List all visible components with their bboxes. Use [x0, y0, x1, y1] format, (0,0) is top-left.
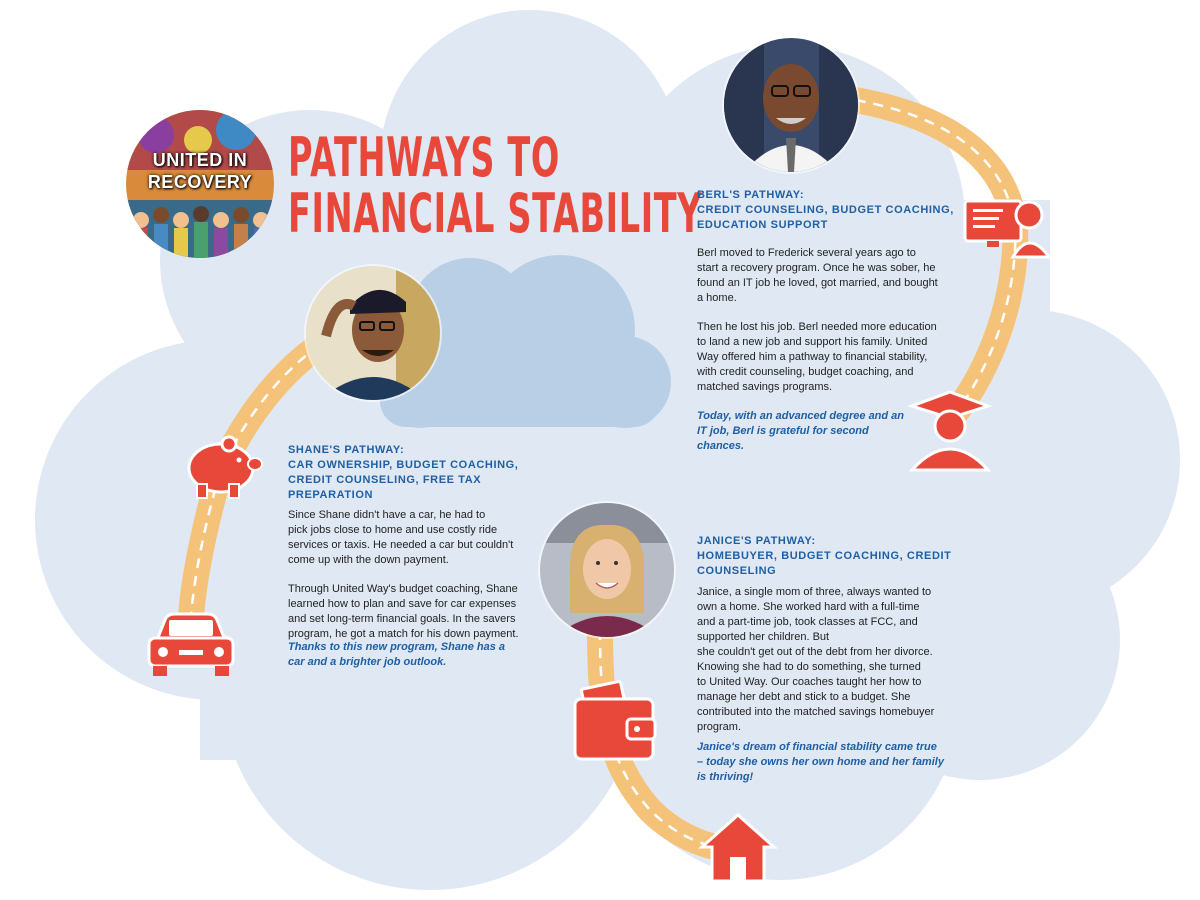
car-icon: [147, 612, 235, 676]
text-line: matched savings programs.: [697, 381, 833, 393]
janice-heading-line: HOMEBUYER, BUDGET COACHING, CREDIT: [697, 550, 952, 562]
logo-line-2: RECOVERY: [147, 172, 253, 192]
graduate-icon: [907, 390, 993, 472]
text-line: Janice, a single mom of three, always wa…: [697, 586, 932, 598]
berl-heading: BERL'S PATHWAY: CREDIT COUNSELING, BUDGE…: [697, 188, 957, 233]
shane-story: Since Shane didn't have a car, he had to…: [288, 508, 528, 656]
text-line: Thanks to this new program, Shane has a: [288, 641, 505, 653]
janice-closing: Janice's dream of financial stability ca…: [697, 740, 957, 785]
berl-heading-line: EDUCATION SUPPORT: [697, 219, 829, 231]
text-line: learned how to plan and save for car exp…: [288, 598, 517, 610]
text-line: program, he got a match for his down pay…: [288, 628, 519, 640]
text-line: Today, with an advanced degree and an: [697, 410, 905, 422]
shane-photo: [306, 266, 440, 400]
text-line: IT job, Berl is grateful for second: [697, 425, 869, 437]
text-line: – today she owns her own home and her fa…: [697, 756, 944, 768]
shane-heading: SHANE'S PATHWAY: CAR OWNERSHIP, BUDGET C…: [288, 443, 528, 503]
text-line: car and a brighter job outlook.: [288, 656, 447, 668]
berl-heading-line: CREDIT COUNSELING, BUDGET COACHING,: [697, 204, 954, 216]
janice-story: Janice, a single mom of three, always wa…: [697, 585, 957, 749]
wallet-icon: [573, 679, 657, 761]
text-line: chances.: [697, 440, 745, 452]
berl-paragraph-1: Berl moved to Frederick several years ag…: [697, 246, 957, 306]
page-title-line-2: FINANCIAL STABILITY: [288, 182, 703, 245]
text-line: start a recovery program. Once he was so…: [697, 262, 936, 274]
text-line: is thriving!: [697, 771, 754, 783]
shane-paragraph-2: Through United Way's budget coaching, Sh…: [288, 582, 528, 642]
logo-illustration: [126, 110, 274, 258]
logo-line-1: UNITED IN: [152, 150, 248, 170]
janice-photo: [540, 503, 674, 637]
janice-heading: JANICE'S PATHWAY: HOMEBUYER, BUDGET COAC…: [697, 534, 957, 579]
text-line: pick jobs close to home and use costly r…: [288, 524, 498, 536]
text-line: Way offered him a pathway to financial s…: [697, 351, 928, 363]
text-line: manage her debt and stick to a budget. S…: [697, 691, 911, 703]
berl-paragraph-2: Then he lost his job. Berl needed more e…: [697, 320, 957, 395]
text-line: and a part-time job, took classes at FCC…: [697, 616, 918, 628]
page-title-line-1: PATHWAYS TO: [288, 126, 560, 189]
text-line: Janice's dream of financial stability ca…: [697, 741, 937, 753]
house-icon: [698, 812, 778, 883]
united-in-recovery-logo: UNITED IN RECOVERY: [126, 110, 274, 258]
computer-headset-icon: [963, 199, 1052, 259]
text-line: with credit counseling, budget coaching,…: [697, 366, 914, 378]
text-line: Then he lost his job. Berl needed more e…: [697, 321, 937, 333]
text-line: own a home. She worked hard with a full-…: [697, 601, 920, 613]
text-line: to United Way. Our coaches taught her ho…: [697, 676, 922, 688]
text-line: and set long-term financial goals. In th…: [288, 613, 516, 625]
text-line: Since Shane didn't have a car, he had to: [288, 509, 486, 521]
text-line: services or taxis. He needed a car but c…: [288, 539, 514, 551]
text-line: supported her children. But: [697, 631, 830, 643]
piggy-bank-icon: [187, 435, 263, 499]
text-line: a home.: [697, 292, 737, 304]
text-line: come up with the down payment.: [288, 554, 449, 566]
text-line: she couldn't get out of the debt from he…: [697, 646, 933, 658]
shane-heading-line: CAR OWNERSHIP, BUDGET COACHING,: [288, 459, 519, 471]
berl-story: Berl moved to Frederick several years ag…: [697, 246, 957, 409]
berl-portrait: [724, 38, 858, 172]
janice-paragraph-1: Janice, a single mom of three, always wa…: [697, 585, 957, 735]
shane-portrait: [306, 266, 440, 400]
text-line: found an IT job he loved, got married, a…: [697, 277, 938, 289]
janice-portrait: [540, 503, 674, 637]
berl-heading-line: BERL'S PATHWAY:: [697, 189, 805, 201]
shane-heading-line: PREPARATION: [288, 489, 374, 501]
shane-heading-line: SHANE'S PATHWAY:: [288, 444, 405, 456]
janice-heading-line: JANICE'S PATHWAY:: [697, 535, 816, 547]
text-line: Knowing she had to do something, she tur…: [697, 661, 921, 673]
text-line: to land a new job and support his family…: [697, 336, 928, 348]
shane-paragraph-1: Since Shane didn't have a car, he had to…: [288, 508, 528, 568]
janice-heading-line: COUNSELING: [697, 565, 777, 577]
berl-photo: [724, 38, 858, 172]
small-cloud: [380, 255, 671, 428]
text-line: Berl moved to Frederick several years ag…: [697, 247, 916, 259]
shane-closing: Thanks to this new program, Shane has a …: [288, 640, 528, 670]
berl-closing: Today, with an advanced degree and an IT…: [697, 409, 917, 454]
text-line: program.: [697, 721, 742, 733]
text-line: contributed into the matched savings hom…: [697, 706, 935, 718]
shane-heading-line: CREDIT COUNSELING, FREE TAX: [288, 474, 482, 486]
text-line: Through United Way's budget coaching, Sh…: [288, 583, 518, 595]
